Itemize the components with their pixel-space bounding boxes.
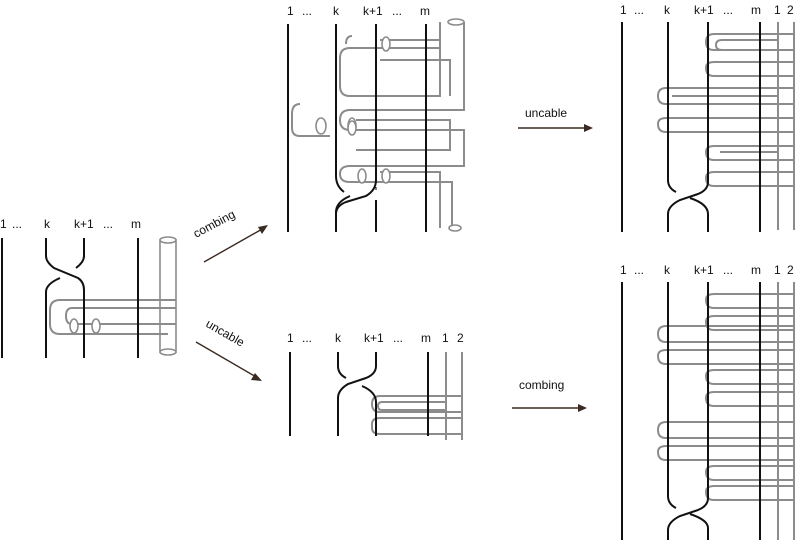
label-dots: ... bbox=[634, 263, 644, 277]
tube-end bbox=[315, 117, 327, 135]
tube-end bbox=[381, 168, 391, 184]
label-dots: ... bbox=[12, 217, 22, 231]
label-k: k bbox=[335, 331, 342, 345]
label-k1: k+1 bbox=[363, 4, 383, 18]
arrow-label-uncable: uncable bbox=[525, 106, 567, 120]
label-1: 1 bbox=[620, 263, 627, 277]
label-m: m bbox=[421, 331, 431, 345]
strand-k1 bbox=[337, 352, 377, 436]
grey-parallel-loops bbox=[370, 352, 463, 440]
arrow-uncable-bottom: uncable bbox=[195, 316, 262, 381]
label-m: m bbox=[751, 3, 761, 17]
label-m: m bbox=[420, 4, 430, 18]
label-m: m bbox=[751, 263, 761, 277]
panel-original-braid: 1 ... k k+1 ... m bbox=[0, 217, 177, 358]
grey-loop bbox=[49, 299, 176, 335]
label-extra-1: 1 bbox=[442, 331, 449, 345]
strand-k1 bbox=[667, 22, 709, 232]
label-k: k bbox=[333, 4, 340, 18]
strand-k bbox=[667, 282, 709, 540]
label-extra-2: 2 bbox=[787, 263, 794, 277]
arrow-uncable-right: uncable bbox=[518, 106, 593, 132]
tube-end bbox=[159, 236, 177, 244]
tube-end bbox=[69, 318, 79, 334]
strand-k1 bbox=[667, 282, 709, 540]
tube-end bbox=[447, 18, 465, 26]
label-k: k bbox=[664, 263, 671, 277]
label-k1: k+1 bbox=[694, 263, 714, 277]
panel-combed: 1 ... k k+1 ... m bbox=[287, 4, 465, 232]
label-k1: k+1 bbox=[74, 217, 94, 231]
arrow-label-combing: combing bbox=[519, 378, 564, 392]
label-dots: ... bbox=[634, 3, 644, 17]
grey-snake-inner bbox=[356, 39, 451, 228]
label-1: 1 bbox=[287, 4, 294, 18]
label-k1: k+1 bbox=[694, 3, 714, 17]
panel-uncabled: 1 ... k k+1 ... m 1 2 bbox=[287, 331, 464, 440]
tube-end bbox=[381, 36, 391, 52]
arrow-combing-top: combing bbox=[191, 207, 268, 263]
tube-end bbox=[357, 168, 367, 184]
arrow-label-combing: combing bbox=[191, 207, 238, 241]
label-k: k bbox=[664, 3, 671, 17]
label-1: 1 bbox=[620, 3, 627, 17]
label-dots: ... bbox=[392, 4, 402, 18]
label-1: 1 bbox=[0, 217, 7, 231]
label-extra-1: 1 bbox=[774, 3, 781, 17]
label-dots: ... bbox=[302, 4, 312, 18]
label-extra-1: 1 bbox=[774, 263, 781, 277]
label-1: 1 bbox=[287, 331, 294, 345]
panel-bottom-right: 1 ... k k+1 ... m 1 2 bbox=[620, 263, 795, 540]
grey-snake-outer bbox=[291, 22, 465, 228]
strand-k bbox=[667, 22, 709, 232]
tube-end bbox=[91, 318, 101, 334]
tube-end bbox=[347, 120, 357, 136]
label-extra-2: 2 bbox=[787, 3, 794, 17]
label-dots: ... bbox=[723, 3, 733, 17]
tube-end bbox=[448, 224, 462, 232]
panel-top-right: 1 ... k k+1 ... m 1 2 bbox=[620, 3, 795, 232]
strand-k1 bbox=[45, 238, 85, 358]
label-k: k bbox=[44, 217, 51, 231]
arrow-label-uncable: uncable bbox=[204, 316, 248, 349]
label-extra-2: 2 bbox=[457, 331, 464, 345]
strand-k1 bbox=[335, 24, 377, 232]
grey-tube bbox=[159, 239, 177, 353]
label-dots: ... bbox=[723, 263, 733, 277]
strand-k bbox=[337, 352, 377, 436]
label-m: m bbox=[131, 217, 141, 231]
label-dots: ... bbox=[302, 331, 312, 345]
tube-end bbox=[159, 348, 177, 356]
strand-k bbox=[45, 238, 85, 358]
label-dots: ... bbox=[103, 217, 113, 231]
grey-parallel-loops bbox=[656, 282, 795, 540]
arrow-combing-right: combing bbox=[512, 378, 587, 412]
grey-parallel-loops bbox=[656, 22, 795, 230]
label-k1: k+1 bbox=[364, 331, 384, 345]
label-dots: ... bbox=[393, 331, 403, 345]
